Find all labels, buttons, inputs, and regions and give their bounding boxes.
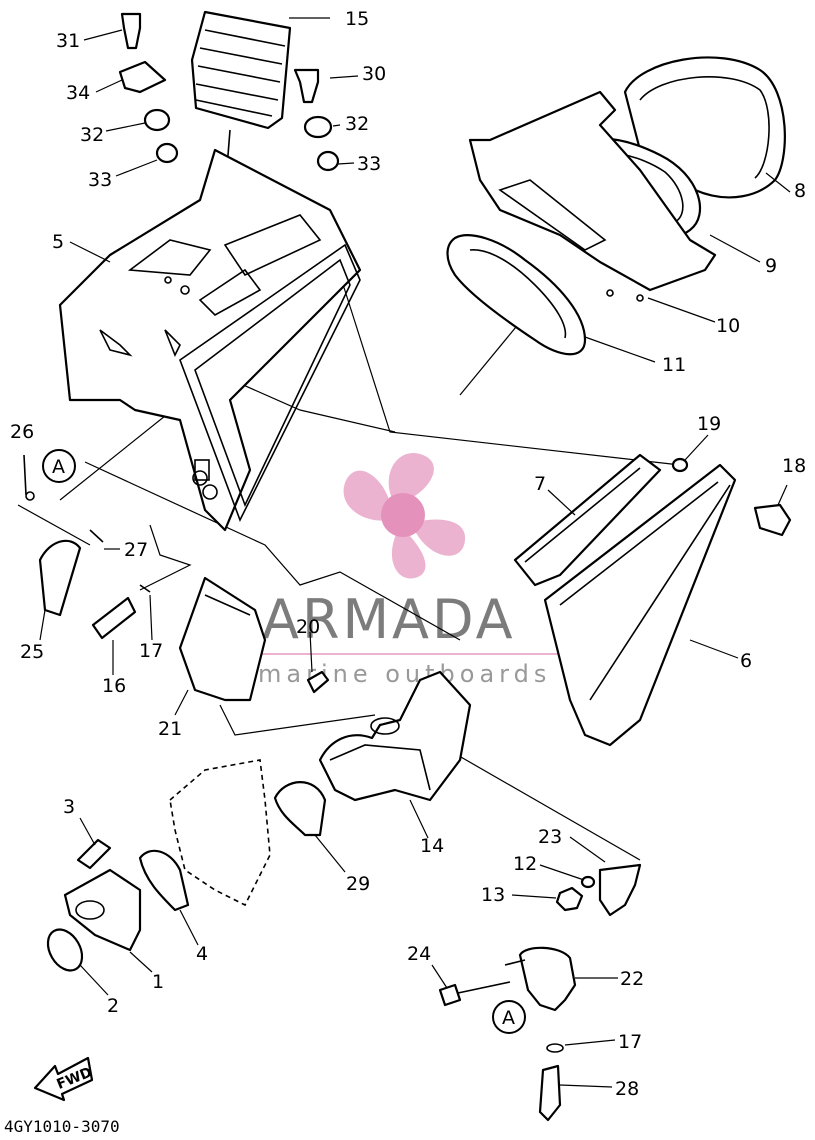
part-6-air-box-cover <box>543 463 737 747</box>
part-29-clamp <box>273 781 327 837</box>
part-20-screw <box>306 670 330 694</box>
part-7-cover-seal <box>513 453 662 587</box>
part-24-bolt <box>438 981 511 1007</box>
logo-blade-left <box>343 470 391 521</box>
callout-20: 20 <box>296 616 320 638</box>
callout-22: 22 <box>620 968 644 990</box>
svg-text:A: A <box>502 1007 515 1029</box>
part-22-drain-filter <box>504 946 577 1012</box>
callout-numbers: 31 34 32 33 15 30 32 33 5 8 9 10 11 26 7… <box>10 8 806 1100</box>
part-17b-clip <box>546 1043 564 1053</box>
callout-8: 8 <box>794 180 806 202</box>
part-19-washer <box>671 457 689 473</box>
logo-hub <box>381 493 425 537</box>
part-1-carb-joint <box>63 868 142 952</box>
callout-5: 5 <box>52 231 64 253</box>
callout-3: 3 <box>63 796 75 818</box>
callout-23: 23 <box>538 826 562 848</box>
callout-29: 29 <box>346 873 370 895</box>
callout-30: 30 <box>362 63 386 85</box>
callout-12: 12 <box>513 853 537 875</box>
callout-33-left: 33 <box>88 169 112 191</box>
part-10-filter-frame <box>468 90 717 302</box>
callout-10: 10 <box>716 315 740 337</box>
hardware-top <box>118 12 340 172</box>
callout-32-right: 32 <box>345 113 369 135</box>
left-small-parts <box>23 454 151 640</box>
svg-text:A: A <box>52 456 65 478</box>
callout-21: 21 <box>158 718 182 740</box>
part-13-nut <box>555 886 584 912</box>
part-11-gasket <box>446 234 587 356</box>
carburetor-outline <box>169 759 271 907</box>
part-18-bolt <box>753 503 792 537</box>
reference-marker-a-1: A <box>42 449 76 483</box>
part-5-air-box-case <box>58 148 362 532</box>
callout-16: 16 <box>102 675 126 697</box>
part-23-bracket <box>598 863 642 917</box>
part-28-hose <box>538 1064 562 1122</box>
callout-1: 1 <box>152 971 164 993</box>
drawing-code: 4GY1010-3070 <box>4 1117 120 1136</box>
callout-6: 6 <box>740 650 752 672</box>
part-3-bolt <box>76 838 112 870</box>
part-14-intake-joint <box>318 670 472 802</box>
part-15-intake-duct <box>190 10 292 256</box>
callout-17-right: 17 <box>618 1031 642 1053</box>
callout-19: 19 <box>697 413 721 435</box>
part-4-clamp <box>138 849 190 912</box>
callout-24: 24 <box>407 943 431 965</box>
callout-27: 27 <box>124 539 148 561</box>
callout-9: 9 <box>765 255 777 277</box>
callout-32-left: 32 <box>80 124 104 146</box>
logo-blade-right <box>413 519 466 556</box>
callout-28: 28 <box>615 1078 639 1100</box>
watermark-tagline: marine outboards <box>258 660 551 688</box>
callout-13: 13 <box>481 884 505 906</box>
callout-31: 31 <box>56 30 80 52</box>
part-12-washer <box>580 875 596 889</box>
part-21-intake-guard <box>178 576 267 702</box>
callout-17-left: 17 <box>139 640 163 662</box>
fwd-arrow-icon: FWD <box>33 1056 94 1102</box>
part-2-o-ring <box>46 928 84 972</box>
watermark-logo: ARMADA marine outboards <box>258 453 560 688</box>
callout-34: 34 <box>66 82 90 104</box>
callout-4: 4 <box>196 943 208 965</box>
logo-blade-bottom <box>391 530 426 579</box>
callout-15: 15 <box>345 8 369 30</box>
callout-11: 11 <box>662 354 686 376</box>
callout-26: 26 <box>10 421 34 443</box>
callout-7: 7 <box>534 473 546 495</box>
callout-leaders <box>39 17 791 1088</box>
callout-2: 2 <box>107 995 119 1017</box>
reference-marker-a-2: A <box>492 1000 526 1034</box>
logo-blade-top <box>388 453 434 505</box>
callout-33-right: 33 <box>357 153 381 175</box>
callout-14: 14 <box>420 835 444 857</box>
callout-18: 18 <box>782 455 806 477</box>
callout-25: 25 <box>20 641 44 663</box>
